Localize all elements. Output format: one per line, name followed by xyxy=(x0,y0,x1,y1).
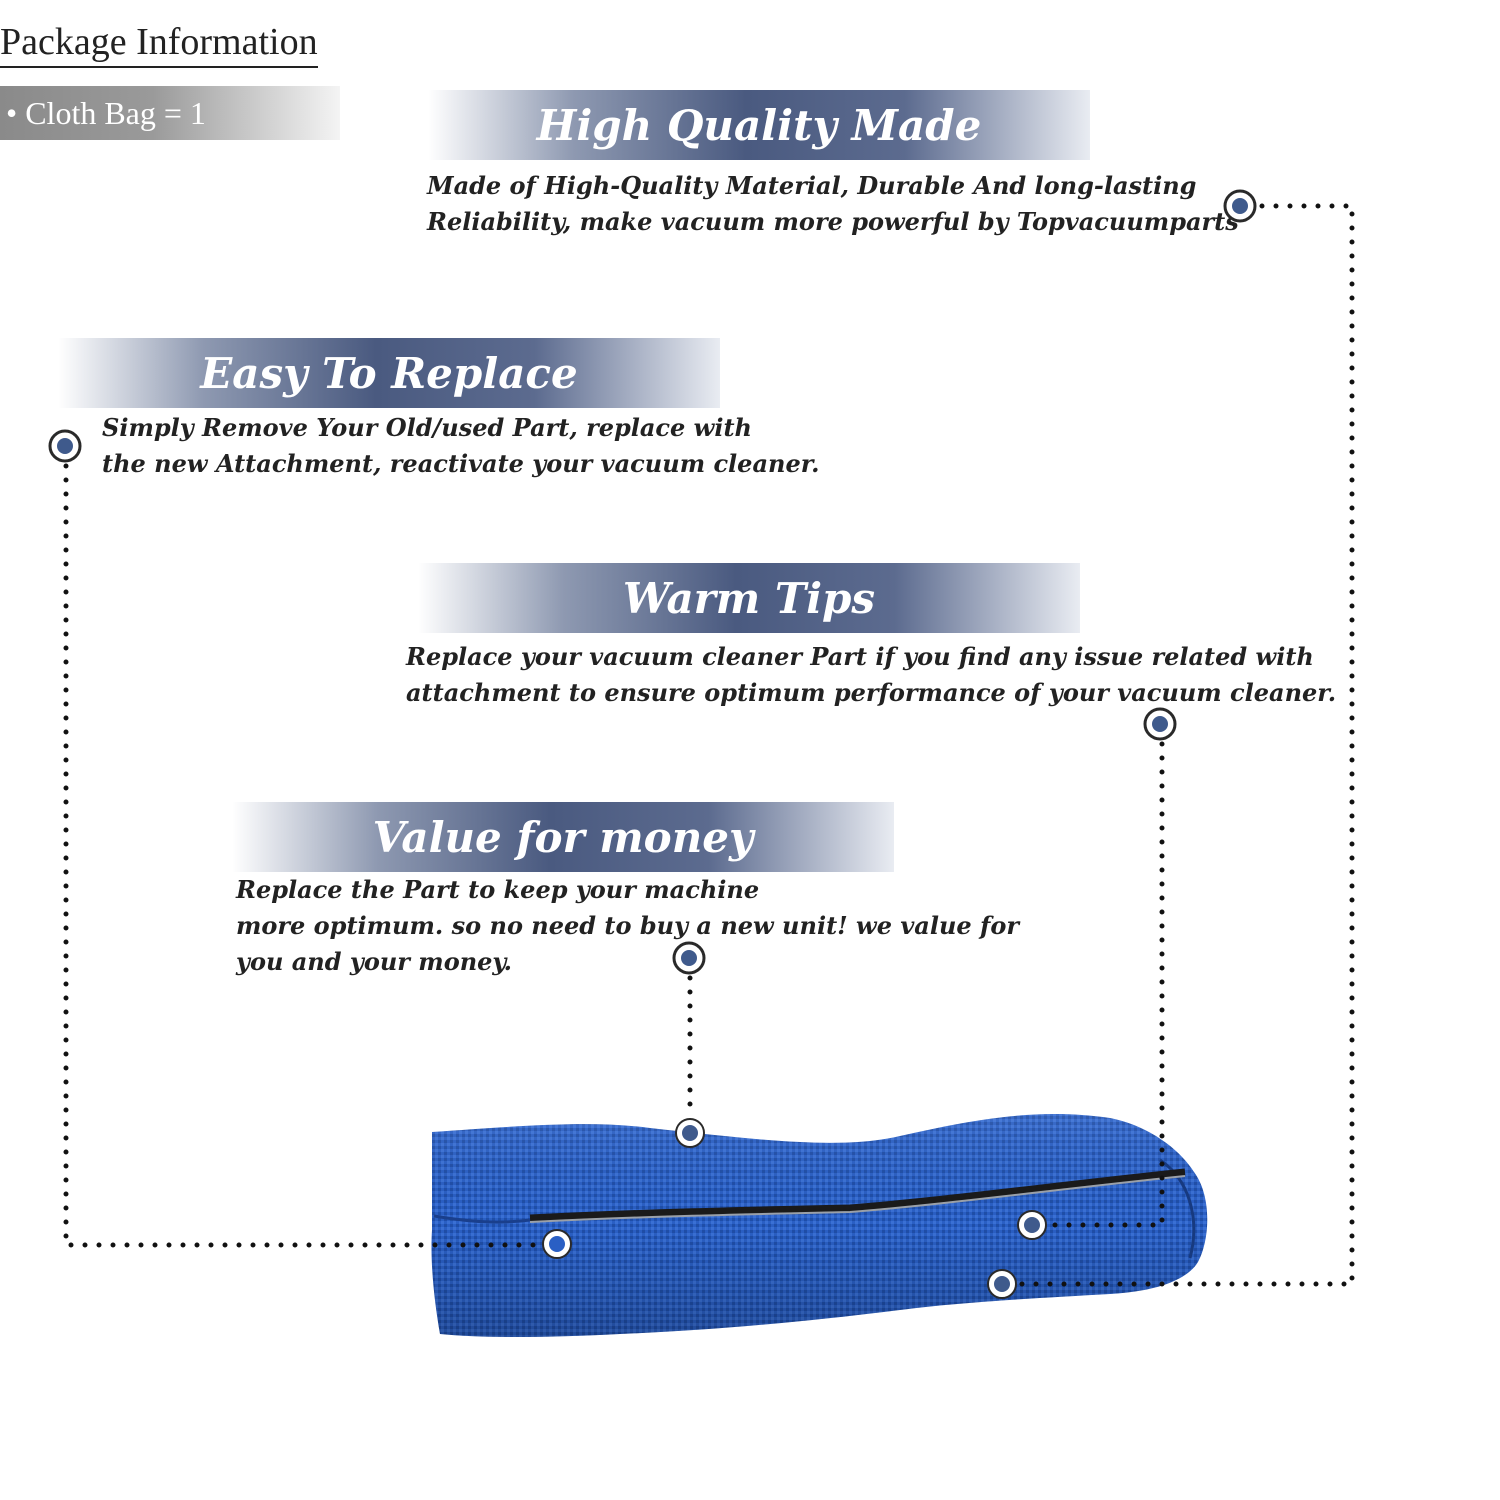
bag-marker-bottom xyxy=(987,1269,1017,1299)
package-item-cloth-bag: • Cloth Bag = 1 xyxy=(0,86,340,140)
banner-title-warm-tips: Warm Tips xyxy=(622,573,876,623)
marker-high-quality xyxy=(1223,189,1257,223)
desc-high-quality: Made of High-Quality Material, Durable A… xyxy=(427,168,1239,240)
desc-line: you and your money. xyxy=(236,947,512,976)
bag-marker-top xyxy=(675,1118,705,1148)
banner-easy-replace: Easy To Replace xyxy=(58,338,720,408)
marker-value-money xyxy=(672,941,706,975)
desc-line: more optimum. so no need to buy a new un… xyxy=(236,911,1019,940)
bag-marker-left xyxy=(542,1229,572,1259)
marker-warm-tips xyxy=(1143,707,1177,741)
leader-line-easy-replace xyxy=(63,463,545,1248)
banner-value-money: Value for money xyxy=(232,802,894,872)
leader-line-high-quality xyxy=(1015,203,1355,1287)
desc-easy-replace: Simply Remove Your Old/used Part, replac… xyxy=(102,410,820,482)
banner-high-quality: High Quality Made xyxy=(428,90,1090,160)
banner-warm-tips: Warm Tips xyxy=(418,563,1080,633)
desc-line: the new Attachment, reactivate your vacu… xyxy=(102,449,820,478)
desc-line: Replace the Part to keep your machine xyxy=(236,875,760,904)
leader-lines xyxy=(63,203,1355,1287)
desc-line: Reliability, make vacuum more powerful b… xyxy=(427,207,1239,236)
banner-title-easy-replace: Easy To Replace xyxy=(200,348,578,398)
desc-line: Simply Remove Your Old/used Part, replac… xyxy=(102,413,752,442)
bag-marker-right xyxy=(1017,1210,1047,1240)
banner-title-value-money: Value for money xyxy=(372,812,754,862)
desc-line: Replace your vacuum cleaner Part if you … xyxy=(406,642,1314,671)
desc-warm-tips: Replace your vacuum cleaner Part if you … xyxy=(406,639,1336,711)
desc-value-money: Replace the Part to keep your machine mo… xyxy=(236,872,1019,980)
cloth-bag-image xyxy=(431,1114,1208,1337)
package-information-title: Package Information xyxy=(0,21,318,68)
desc-line: Made of High-Quality Material, Durable A… xyxy=(427,171,1197,200)
desc-line: attachment to ensure optimum performance… xyxy=(406,678,1337,707)
marker-easy-replace xyxy=(48,429,82,463)
banner-title-high-quality: High Quality Made xyxy=(536,100,982,150)
